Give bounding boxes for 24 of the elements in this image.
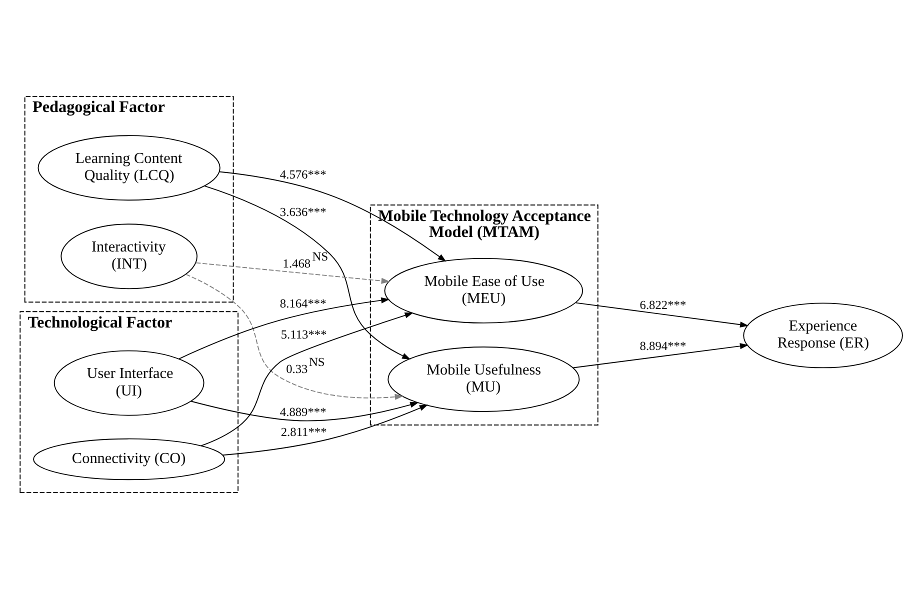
arrow bbox=[195, 262, 390, 284]
node-ellipse: Interactivity (INT) bbox=[60, 224, 198, 290]
arrow bbox=[572, 343, 749, 368]
arrow bbox=[575, 302, 749, 328]
node-ellipse: Learning Content Quality (LCQ) bbox=[38, 135, 220, 201]
edge-label: 8.894*** bbox=[640, 339, 686, 354]
arrow bbox=[190, 400, 419, 422]
node-ellipse: Connectivity (CO) bbox=[33, 438, 226, 480]
node-ellipse: Mobile Ease of Use (MEU) bbox=[384, 258, 584, 324]
edge-label: 4.576*** bbox=[280, 168, 326, 182]
edge-label: 4.889*** bbox=[280, 404, 326, 419]
edge-label: 3.636*** bbox=[280, 204, 326, 219]
edge-label: 5.113*** bbox=[280, 328, 327, 342]
node-ellipse: User Interface (UI) bbox=[54, 350, 204, 416]
arrow bbox=[204, 186, 411, 360]
arrow bbox=[178, 297, 390, 360]
edge-label: 2.811*** bbox=[280, 424, 327, 439]
arrow bbox=[200, 312, 414, 446]
edge-label: 6.822*** bbox=[640, 298, 686, 312]
arrow bbox=[222, 404, 428, 456]
node-ellipse: Experience Response (ER) bbox=[743, 302, 903, 368]
arrow bbox=[218, 171, 446, 262]
arrow bbox=[185, 274, 404, 400]
edge-label: 8.164*** bbox=[280, 296, 326, 310]
